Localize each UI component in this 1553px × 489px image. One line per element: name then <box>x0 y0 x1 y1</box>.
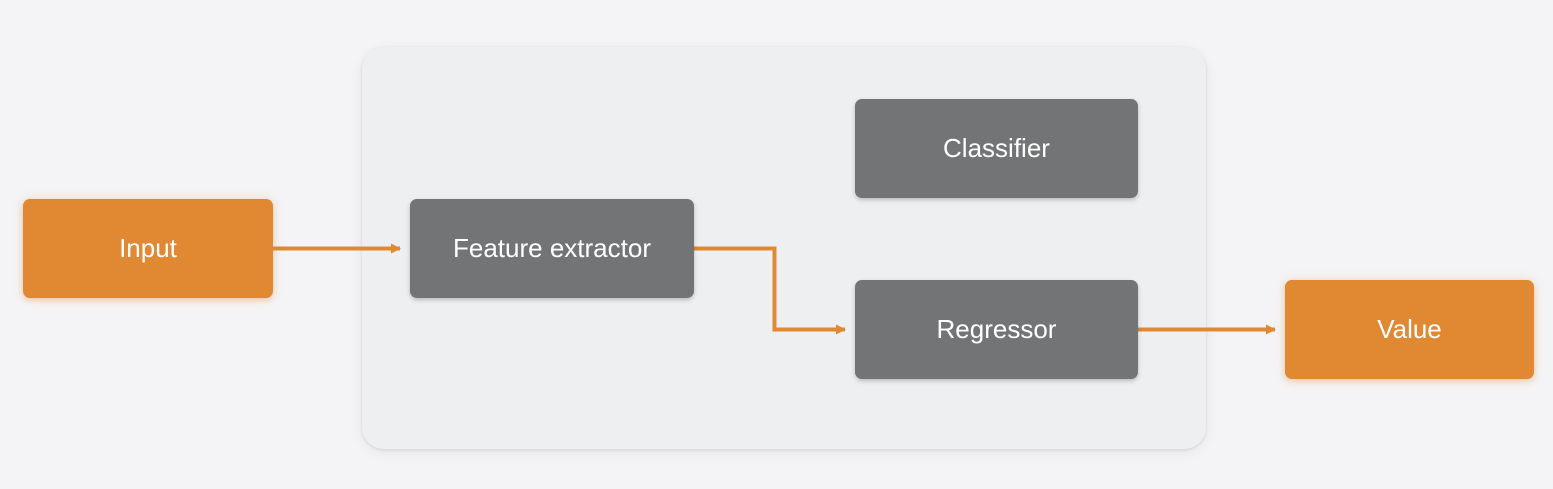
regressor-node-label: Regressor <box>936 314 1057 344</box>
input-node-label: Input <box>119 233 177 263</box>
feature-extractor-node-label: Feature extractor <box>453 233 651 263</box>
feature-extractor-node[interactable]: Feature extractor <box>410 199 694 298</box>
regressor-node[interactable]: Regressor <box>855 280 1138 379</box>
value-node-label: Value <box>1377 314 1442 344</box>
input-node[interactable]: Input <box>23 199 273 298</box>
value-node[interactable]: Value <box>1285 280 1534 379</box>
classifier-node-label: Classifier <box>943 133 1050 163</box>
classifier-node[interactable]: Classifier <box>855 99 1138 198</box>
